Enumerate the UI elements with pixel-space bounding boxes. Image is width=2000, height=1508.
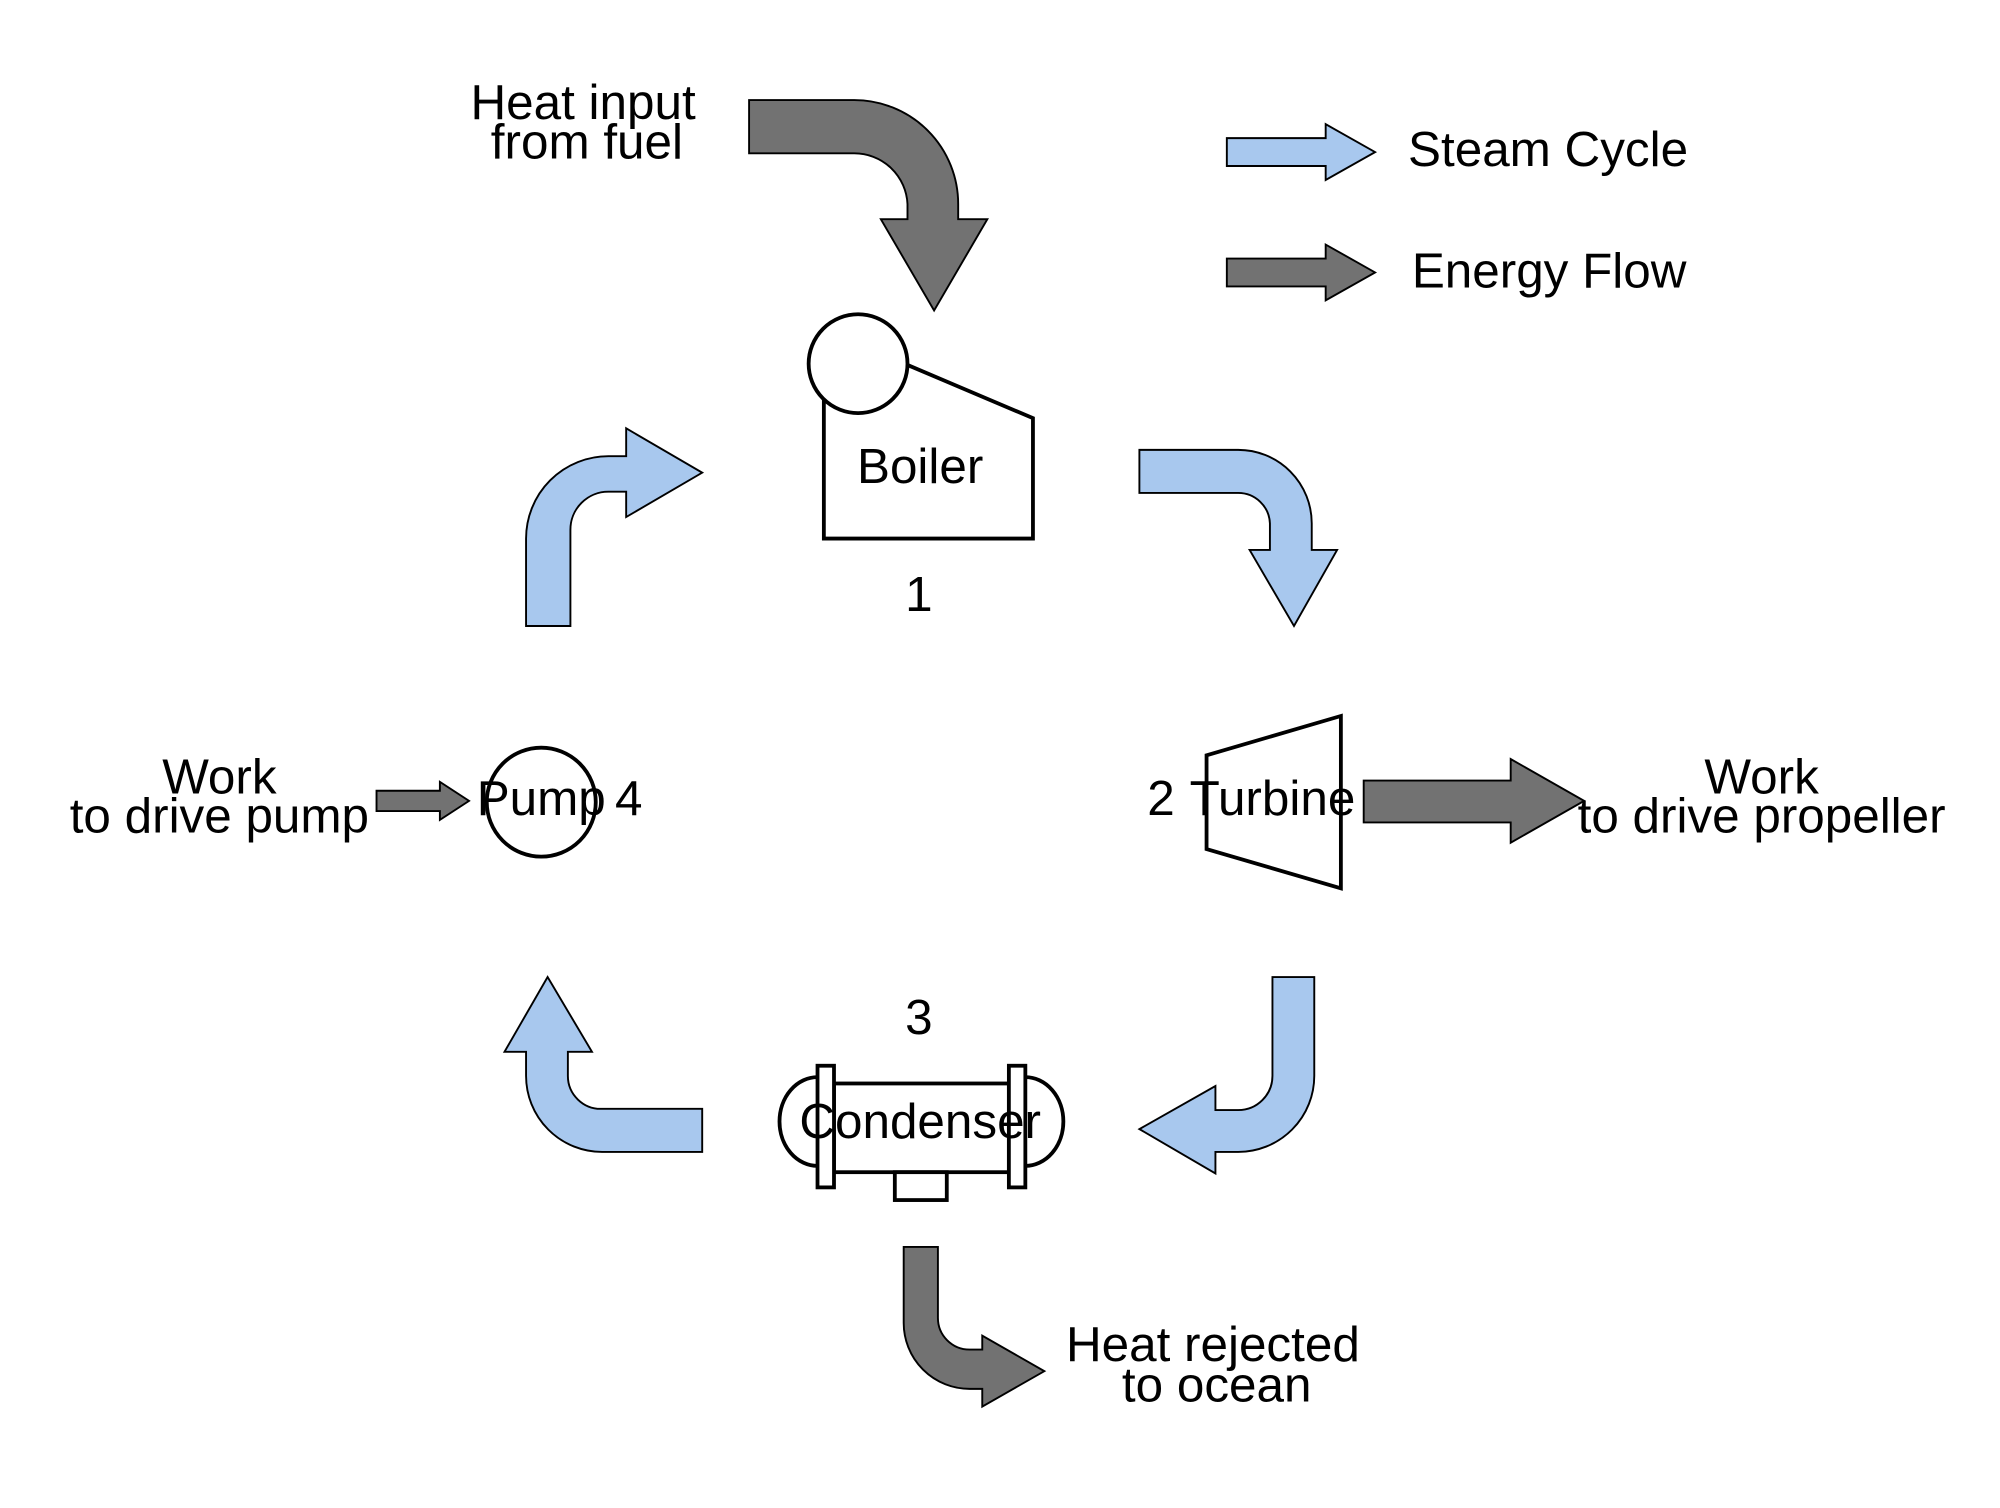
legend: Steam Cycle Energy Flow <box>1225 122 1688 302</box>
pump: Pump 4 <box>477 745 642 859</box>
boiler-drum <box>806 312 910 416</box>
pump-body <box>484 745 598 859</box>
work-pump: Work to drive pump <box>70 749 471 844</box>
condenser-right-flange <box>1006 1063 1028 1190</box>
heat-input: Heat input from fuel <box>470 75 989 313</box>
pump-label: Pump <box>477 771 606 826</box>
turbine-body <box>1204 713 1343 891</box>
work-propeller: Work to drive propeller <box>1362 749 1946 845</box>
pump-number: 4 <box>615 771 642 826</box>
condenser-right-cap <box>1025 1075 1066 1168</box>
legend-steam-arrow <box>1225 122 1378 182</box>
condenser-left-cap <box>777 1075 818 1168</box>
heat-rejected-label: Heat rejected <box>1066 1317 1360 1372</box>
boiler: Boiler 1 <box>806 312 1035 622</box>
boiler-label: Boiler <box>857 439 983 494</box>
steam-arrow-boiler-to-turbine <box>1138 448 1339 628</box>
condenser: Condenser 3 <box>777 990 1066 1202</box>
heat-rejected-label: to ocean <box>1122 1358 1312 1413</box>
legend-steam-label: Steam Cycle <box>1408 122 1688 177</box>
work-propeller-label: to drive propeller <box>1578 789 1946 844</box>
turbine: Turbine 2 <box>1147 713 1356 891</box>
heat-input-label: from fuel <box>491 114 683 169</box>
condenser-outlet <box>892 1170 949 1202</box>
turbine-label: Turbine <box>1190 771 1356 826</box>
heat-input-label: Heat input <box>470 75 695 130</box>
boiler-number: 1 <box>905 567 932 622</box>
turbine-number: 2 <box>1147 771 1174 826</box>
work-propeller-arrow <box>1362 757 1587 845</box>
heat-rejected: Heat rejected to ocean <box>902 1246 1360 1413</box>
work-propeller-label: Work <box>1704 749 1819 804</box>
work-pump-label: Work <box>162 749 277 804</box>
legend-energy-label: Energy Flow <box>1412 244 1687 299</box>
condenser-label: Condenser <box>799 1094 1041 1149</box>
condenser-number: 3 <box>905 990 932 1045</box>
legend-energy-arrow <box>1225 242 1378 302</box>
heat-rejected-arrow <box>902 1246 1047 1409</box>
condenser-left-flange <box>815 1063 836 1190</box>
steam-arrow-turbine-to-condenser <box>1137 976 1316 1176</box>
heat-input-arrow <box>748 99 989 313</box>
work-pump-arrow <box>375 780 471 822</box>
steam-arrow-pump-to-boiler <box>525 426 705 627</box>
work-pump-label: to drive pump <box>70 789 369 844</box>
steam-arrow-condenser-to-pump <box>502 975 704 1153</box>
